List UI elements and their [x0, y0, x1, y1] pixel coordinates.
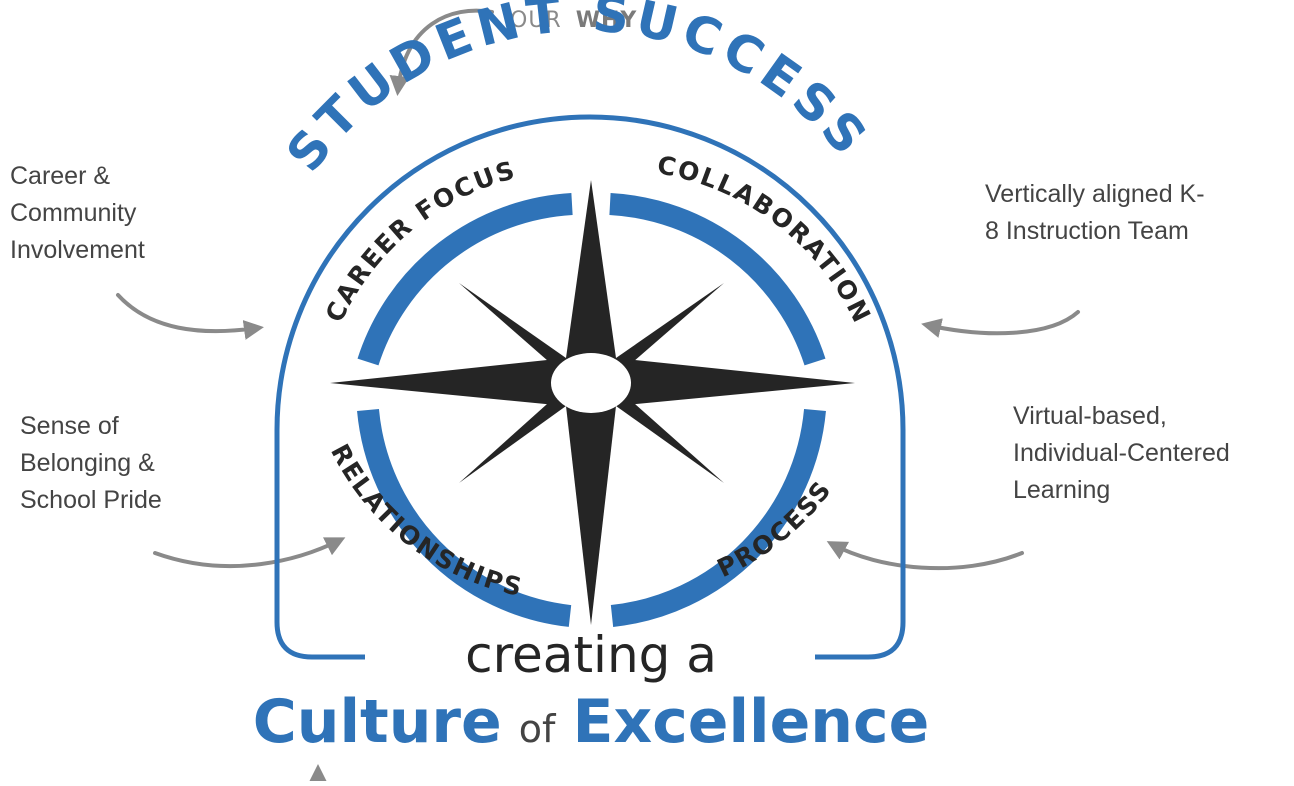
compass-center: [551, 353, 631, 413]
arrow-career-community: [116, 293, 264, 340]
input-career-community: Career & Community Involvement: [10, 158, 145, 269]
student-success-title: STUDENT SUCCESS: [275, 0, 881, 182]
pillar-collaboration: COLLABORATION: [655, 150, 877, 328]
outer-arch: [274, 114, 906, 660]
input-line: Virtual-based,: [1013, 402, 1167, 430]
input-line: Involvement: [10, 236, 145, 264]
arrow-belonging: [153, 537, 346, 569]
input-line: Community: [10, 199, 137, 227]
excellence-word: Excellence: [573, 687, 930, 757]
input-line: Sense of: [20, 412, 119, 440]
input-line: Belonging &: [20, 449, 155, 477]
arrow-vertical-team: [921, 310, 1080, 338]
our-why-label: OUR WHY: [510, 8, 637, 33]
tagline-creating: creating a: [465, 626, 717, 684]
tagline-culture: Culture of Excellence: [253, 687, 930, 757]
inner-ring: [357, 193, 826, 627]
arrow-our-why: [389, 8, 494, 96]
our-word: OUR: [510, 8, 562, 33]
culture-word: Culture: [253, 687, 502, 757]
why-word: WHY: [576, 8, 638, 33]
input-virtual-learning: Virtual-based, Individual-Centered Learn…: [1013, 398, 1230, 509]
input-line: 8 Instruction Team: [985, 217, 1189, 245]
pillar-relationships: RELATIONSHIPS: [325, 439, 526, 602]
input-line: School Pride: [20, 486, 162, 514]
input-belonging: Sense of Belonging & School Pride: [20, 408, 162, 519]
input-line: Individual-Centered: [1013, 439, 1230, 467]
of-word: of: [519, 707, 557, 751]
input-line: Vertically aligned K-: [985, 180, 1205, 208]
input-line: Career &: [10, 162, 111, 190]
compass-rose-icon: [330, 180, 855, 625]
pillar-process: PROCESS: [713, 475, 838, 583]
arrow-virtual-learning: [826, 541, 1024, 571]
input-vertical-team: Vertically aligned K- 8 Instruction Team: [985, 176, 1205, 250]
input-line: Learning: [1013, 476, 1111, 504]
pillar-career-focus: CAREER FOCUS: [320, 155, 520, 327]
